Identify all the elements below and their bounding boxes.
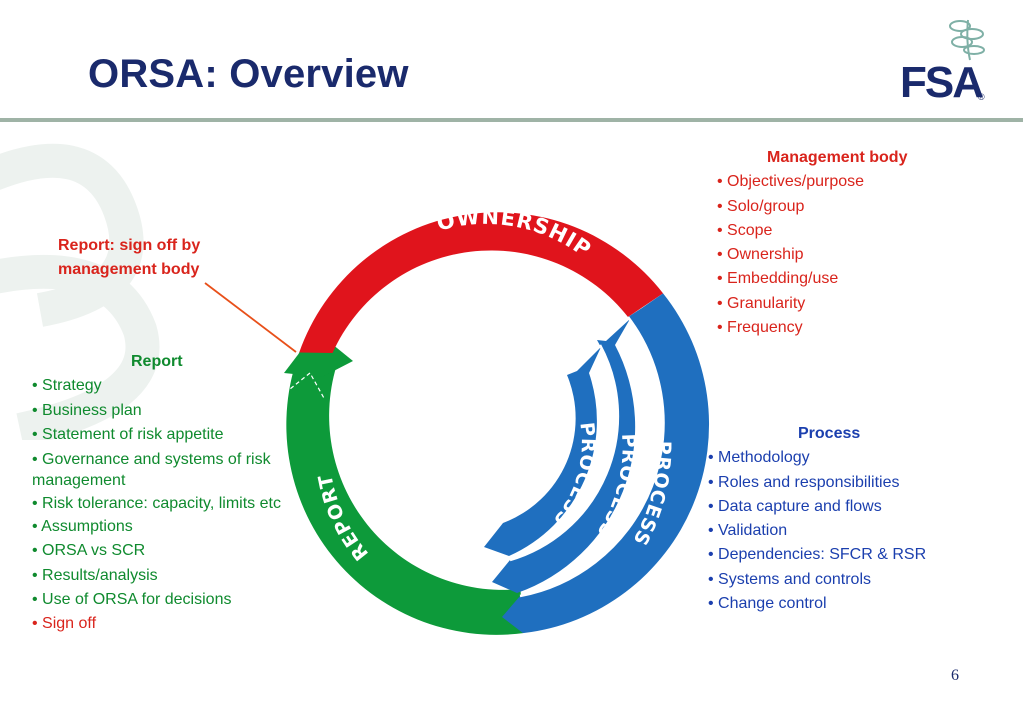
fsa-leaf-icon: [949, 19, 985, 61]
list-item: • Results/analysis: [32, 566, 158, 584]
list-item: • Use of ORSA for decisions: [32, 591, 232, 609]
report-heading: Report: [131, 353, 183, 370]
report-arrow-head: [284, 331, 353, 377]
report-arc: [286, 352, 524, 635]
process-outer-arc: [502, 293, 710, 634]
list-item: • Assumptions: [32, 518, 133, 536]
ownership-arc: [299, 212, 664, 353]
header-divider: [0, 118, 1023, 122]
process-divider-outer: [519, 316, 665, 598]
list-item: • Strategy: [32, 377, 102, 395]
list-item: • Business plan: [32, 401, 142, 419]
list-item: • Objectives/purpose: [717, 173, 865, 191]
list-item: • Validation: [708, 522, 788, 540]
list-item: • Solo/group: [717, 197, 805, 215]
process-middle-arc: [492, 319, 636, 593]
callout-line-2: management body: [58, 261, 200, 278]
signoff-callout: Report: sign off by management body: [58, 234, 258, 282]
management-body-list: Management body • Objectives/purpose • S…: [717, 146, 997, 340]
list-item: • Statement of risk appetite: [32, 425, 224, 443]
list-item: • Embedding/use: [717, 270, 839, 288]
list-item-signoff: • Sign off: [32, 615, 97, 633]
fsa-logo-text: FSA: [900, 58, 984, 107]
list-item: • Methodology: [708, 449, 810, 467]
page-title: ORSA: Overview: [88, 52, 409, 96]
page-number: 6: [951, 667, 959, 684]
list-item: • Granularity: [717, 294, 806, 312]
list-item: • Change control: [708, 595, 827, 613]
list-item: • Dependencies: SFCR & RSR: [708, 546, 927, 564]
list-item: • Data capture and flows: [708, 497, 882, 515]
process-divider-inner: [509, 344, 620, 562]
management-body-heading: Management body: [767, 149, 908, 166]
list-item: • Roles and responsibilities: [708, 473, 900, 491]
callout-line-1: Report: sign off by: [58, 237, 201, 254]
list-item: • Systems and controls: [708, 570, 871, 588]
list-item: • Governance and systems of risk managem…: [32, 451, 271, 490]
process-inner-arc: [484, 347, 601, 556]
list-item: • ORSA vs SCR: [32, 542, 146, 560]
orsa-cycle-diagram: OWNERSHIP PROCESS PROCESS PROCESS REPORT: [284, 205, 710, 635]
watermark-swirl: [0, 143, 160, 440]
registered-mark: ®: [978, 92, 985, 102]
list-item: • Ownership: [717, 246, 804, 264]
report-list: Report • Strategy • Business plan • Stat…: [32, 350, 302, 637]
process-heading: Process: [798, 425, 861, 442]
list-item: • Frequency: [717, 319, 803, 337]
report-arrow-dashes: [284, 372, 326, 401]
list-item: • Scope: [717, 221, 773, 239]
list-item: • Risk tolerance: capacity, limits etc: [32, 495, 281, 513]
process-list: Process • Methodology • Roles and respon…: [708, 422, 1008, 616]
